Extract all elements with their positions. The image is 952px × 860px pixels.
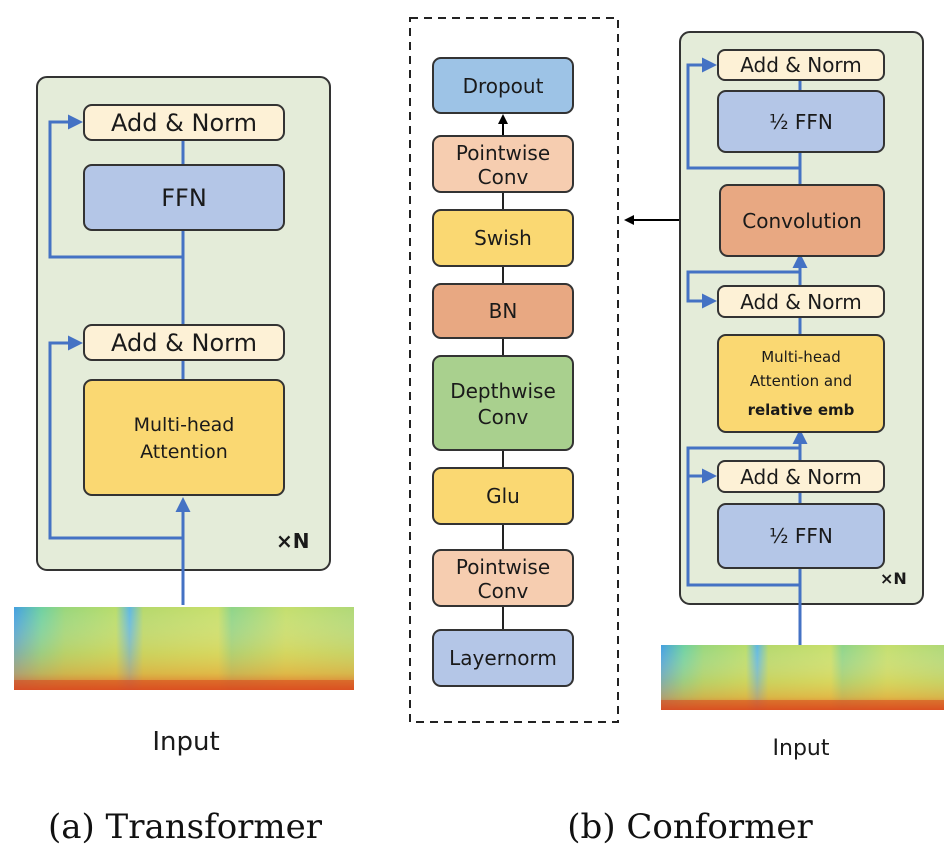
transformer-mha-line2: Attention bbox=[140, 441, 228, 463]
conformer-add-norm-3-label: Add & Norm bbox=[740, 465, 862, 489]
conformer-half-ffn-bottom-label: ½ FFN bbox=[769, 524, 833, 548]
transformer-add-norm-bottom-label: Add & Norm bbox=[111, 329, 257, 357]
transformer-add-norm-bottom: Add & Norm bbox=[83, 324, 285, 361]
conv-layernorm: Layernorm bbox=[432, 629, 574, 687]
conv-pointwise-bottom-line1: Pointwise bbox=[456, 555, 550, 579]
conformer-add-norm-3: Add & Norm bbox=[717, 460, 885, 493]
conv-module-panel bbox=[409, 17, 619, 723]
conformer-add-norm-1-label: Add & Norm bbox=[740, 53, 862, 77]
conformer-multi-head-attention: Multi-head Attention and relative emb bbox=[717, 334, 885, 433]
conformer-half-ffn-bottom: ½ FFN bbox=[717, 503, 885, 569]
transformer-input-spectrogram bbox=[14, 607, 354, 690]
conv-bn: BN bbox=[432, 283, 574, 339]
transformer-mha-line1: Multi-head bbox=[134, 414, 235, 436]
transformer-add-norm-top-label: Add & Norm bbox=[111, 109, 257, 137]
conv-pointwise-bottom: Pointwise Conv bbox=[432, 549, 574, 607]
conv-dropout-label: Dropout bbox=[463, 74, 544, 98]
conformer-input-label: Input bbox=[773, 736, 830, 761]
conformer-half-ffn-top-label: ½ FFN bbox=[769, 110, 833, 134]
conv-depthwise: Depthwise Conv bbox=[432, 355, 574, 451]
conv-pointwise-top-line1: Pointwise bbox=[456, 141, 550, 165]
conformer-mha-line3: relative emb bbox=[748, 401, 855, 419]
conv-pointwise-top: Pointwise Conv bbox=[432, 135, 574, 193]
conv-dropout: Dropout bbox=[432, 57, 574, 114]
conv-depthwise-line2: Conv bbox=[478, 405, 529, 429]
transformer-caption: (a) Transformer bbox=[48, 807, 323, 847]
conformer-mha-line2: Attention and bbox=[750, 372, 852, 390]
conformer-mha-line1: Multi-head bbox=[761, 348, 841, 366]
conformer-add-norm-1: Add & Norm bbox=[717, 49, 885, 81]
conv-swish-label: Swish bbox=[474, 226, 532, 250]
conformer-convolution-label: Convolution bbox=[742, 209, 862, 233]
transformer-input-label: Input bbox=[152, 727, 219, 757]
conformer-add-norm-2: Add & Norm bbox=[717, 285, 885, 318]
conv-swish: Swish bbox=[432, 209, 574, 267]
conformer-convolution: Convolution bbox=[719, 184, 885, 257]
transformer-add-norm-top: Add & Norm bbox=[83, 104, 285, 141]
conv-glu: Glu bbox=[432, 467, 574, 525]
conv-glu-label: Glu bbox=[486, 484, 520, 508]
conv-depthwise-line1: Depthwise bbox=[450, 379, 556, 403]
conformer-half-ffn-top: ½ FFN bbox=[717, 90, 885, 153]
conformer-caption: (b) Conformer bbox=[567, 807, 813, 847]
conv-pointwise-bottom-line2: Conv bbox=[478, 579, 529, 603]
conv-bn-label: BN bbox=[489, 299, 518, 323]
conformer-add-norm-2-label: Add & Norm bbox=[740, 290, 862, 314]
conv-pointwise-top-line2: Conv bbox=[478, 165, 529, 189]
conformer-input-spectrogram bbox=[661, 645, 944, 710]
conv-layernorm-label: Layernorm bbox=[449, 646, 557, 670]
transformer-ffn: FFN bbox=[83, 164, 285, 231]
conformer-repeat-label: ×N bbox=[880, 569, 907, 588]
transformer-multi-head-attention: Multi-head Attention bbox=[83, 379, 285, 496]
transformer-repeat-label: ×N bbox=[276, 529, 310, 553]
transformer-ffn-label: FFN bbox=[161, 184, 207, 212]
